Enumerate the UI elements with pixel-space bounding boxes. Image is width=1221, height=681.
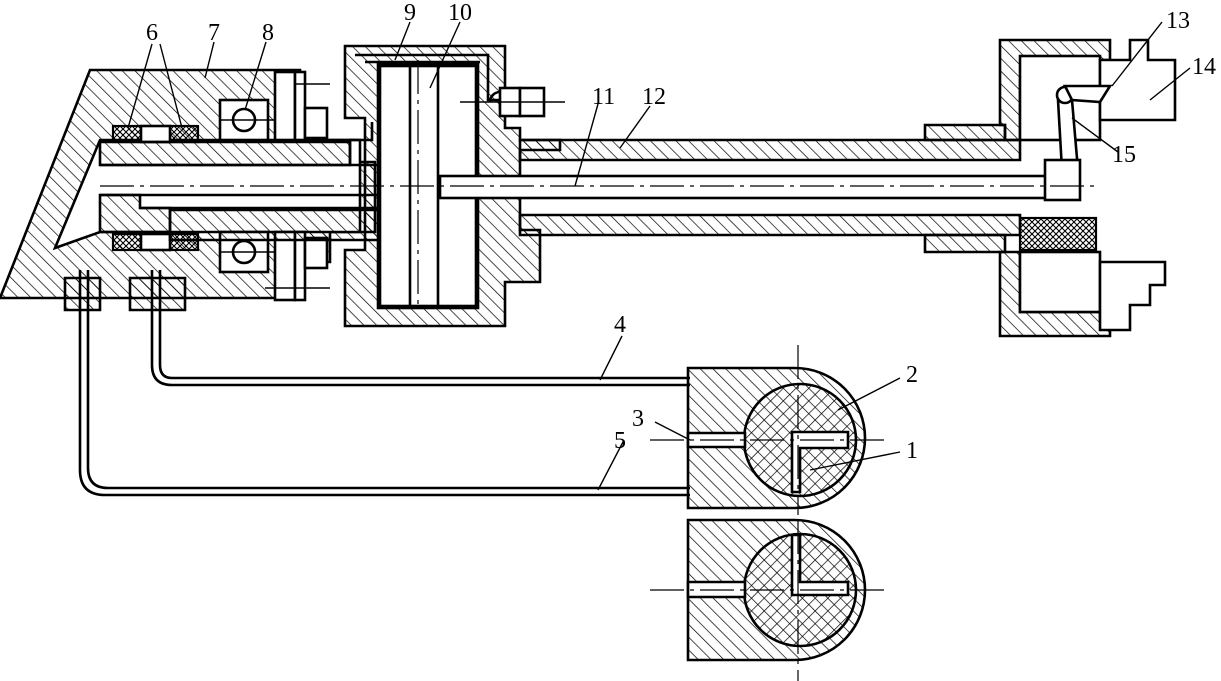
label-3: 3 — [632, 406, 644, 432]
jaw-piece — [1098, 38, 1177, 332]
label-13: 13 — [1166, 8, 1190, 34]
label-10: 10 — [448, 0, 472, 26]
upper-bearing — [218, 70, 330, 142]
label-4: 4 — [614, 312, 626, 338]
leader-lines — [127, 21, 1191, 491]
lever — [1043, 84, 1113, 202]
valve-upper — [650, 345, 890, 515]
cylinder-fitting — [460, 86, 565, 118]
label-11: 11 — [592, 84, 615, 110]
label-6: 6 — [146, 20, 158, 46]
valve-lower — [650, 518, 890, 681]
label-2: 2 — [906, 362, 918, 388]
seals — [111, 124, 200, 252]
line-5 — [78, 270, 690, 497]
line-4 — [150, 270, 690, 387]
push-rod — [438, 174, 1062, 200]
label-12: 12 — [642, 84, 666, 110]
label-9: 9 — [404, 0, 416, 26]
left-housing — [0, 68, 377, 312]
label-15: 15 — [1112, 142, 1136, 168]
label-7: 7 — [208, 20, 220, 46]
label-8: 8 — [262, 20, 274, 46]
label-5: 5 — [614, 428, 626, 454]
part-labels: 6 7 8 9 10 11 12 13 14 15 4 5 3 2 1 — [146, 0, 1216, 464]
label-1: 1 — [906, 438, 918, 464]
label-14: 14 — [1192, 54, 1216, 80]
